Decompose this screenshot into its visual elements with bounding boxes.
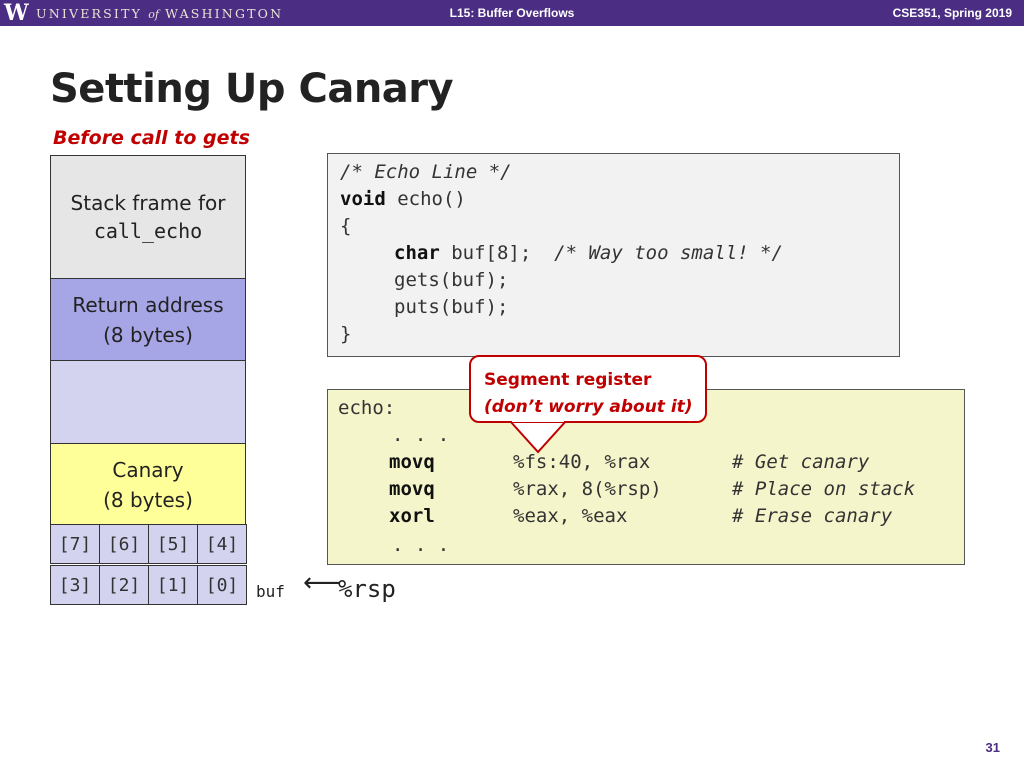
asm-comment: # Place on stack bbox=[732, 478, 916, 500]
padding-cell bbox=[50, 360, 246, 444]
buffer-bytes-lower: [3] [2] [1] [0] bbox=[50, 565, 247, 605]
asm-comment: # Get canary bbox=[732, 451, 870, 473]
buffer-byte: [4] bbox=[197, 524, 247, 564]
lecture-title: L15: Buffer Overflows bbox=[449, 6, 575, 20]
asm-op: movq bbox=[389, 451, 435, 473]
asm-op: movq bbox=[389, 478, 435, 500]
code-line-signature: void echo() bbox=[340, 188, 466, 210]
university-name: UNIVERSITY of WASHINGTON bbox=[36, 6, 284, 21]
asm-args: %rax, 8(%rsp) bbox=[513, 478, 662, 500]
buffer-byte: [0] bbox=[197, 565, 247, 605]
canary-cell: Canary (8 bytes) bbox=[50, 443, 246, 526]
asm-ellipsis-bottom: . . . bbox=[392, 534, 450, 556]
buf-label: buf bbox=[256, 582, 285, 601]
canary-label: Canary bbox=[112, 457, 184, 482]
return-address-size: (8 bytes) bbox=[103, 322, 193, 347]
slide-title: Setting Up Canary bbox=[50, 66, 454, 112]
callout-line-1: Segment register bbox=[484, 370, 652, 390]
code-close-brace: } bbox=[340, 323, 352, 345]
buffer-byte: [3] bbox=[50, 565, 100, 605]
left-arrow-icon: ⟵ bbox=[303, 568, 341, 598]
stack-frame-label: Stack frame for bbox=[70, 191, 226, 215]
code-line-decl: char buf[8]; /* Way too small! */ bbox=[394, 242, 783, 264]
buffer-byte: [2] bbox=[99, 565, 149, 605]
stack-frame-function: call_echo bbox=[93, 219, 203, 243]
code-line-gets: gets(buf); bbox=[394, 269, 509, 291]
asm-comment: # Erase canary bbox=[732, 505, 893, 527]
slide-subtitle: Before call to gets bbox=[53, 127, 250, 149]
asm-label: echo: bbox=[338, 397, 396, 419]
asm-ellipsis-top: . . . bbox=[392, 424, 450, 446]
header-bar: W UNIVERSITY of WASHINGTON L15: Buffer O… bbox=[0, 0, 1024, 26]
asm-args: %eax, %eax bbox=[513, 505, 628, 527]
buffer-byte: [7] bbox=[50, 524, 100, 564]
code-line-puts: puts(buf); bbox=[394, 296, 509, 318]
rsp-label: %rsp bbox=[338, 575, 396, 603]
return-address-cell: Return address (8 bytes) bbox=[50, 278, 246, 361]
code-open-brace: { bbox=[340, 215, 352, 237]
page-number: 31 bbox=[985, 740, 1000, 755]
buffer-byte: [1] bbox=[148, 565, 198, 605]
course-name: CSE351, Spring 2019 bbox=[892, 6, 1012, 20]
c-code-box: /* Echo Line */ void echo() { char buf[8… bbox=[327, 153, 900, 357]
stack-frame-cell: Stack frame for call_echo bbox=[50, 155, 246, 279]
buffer-bytes-upper: [7] [6] [5] [4] bbox=[50, 524, 247, 564]
code-comment: /* Echo Line */ bbox=[340, 161, 512, 183]
segment-register-callout: Segment register (don’t worry about it) bbox=[469, 355, 707, 423]
callout-line-2: (don’t worry about it) bbox=[484, 397, 693, 417]
canary-size: (8 bytes) bbox=[103, 487, 193, 512]
return-address-label: Return address bbox=[72, 292, 224, 317]
buffer-byte: [5] bbox=[148, 524, 198, 564]
buffer-byte: [6] bbox=[99, 524, 149, 564]
uw-logo: W bbox=[4, 0, 29, 26]
asm-op: xorl bbox=[389, 505, 435, 527]
asm-args: %fs:40, %rax bbox=[513, 451, 651, 473]
